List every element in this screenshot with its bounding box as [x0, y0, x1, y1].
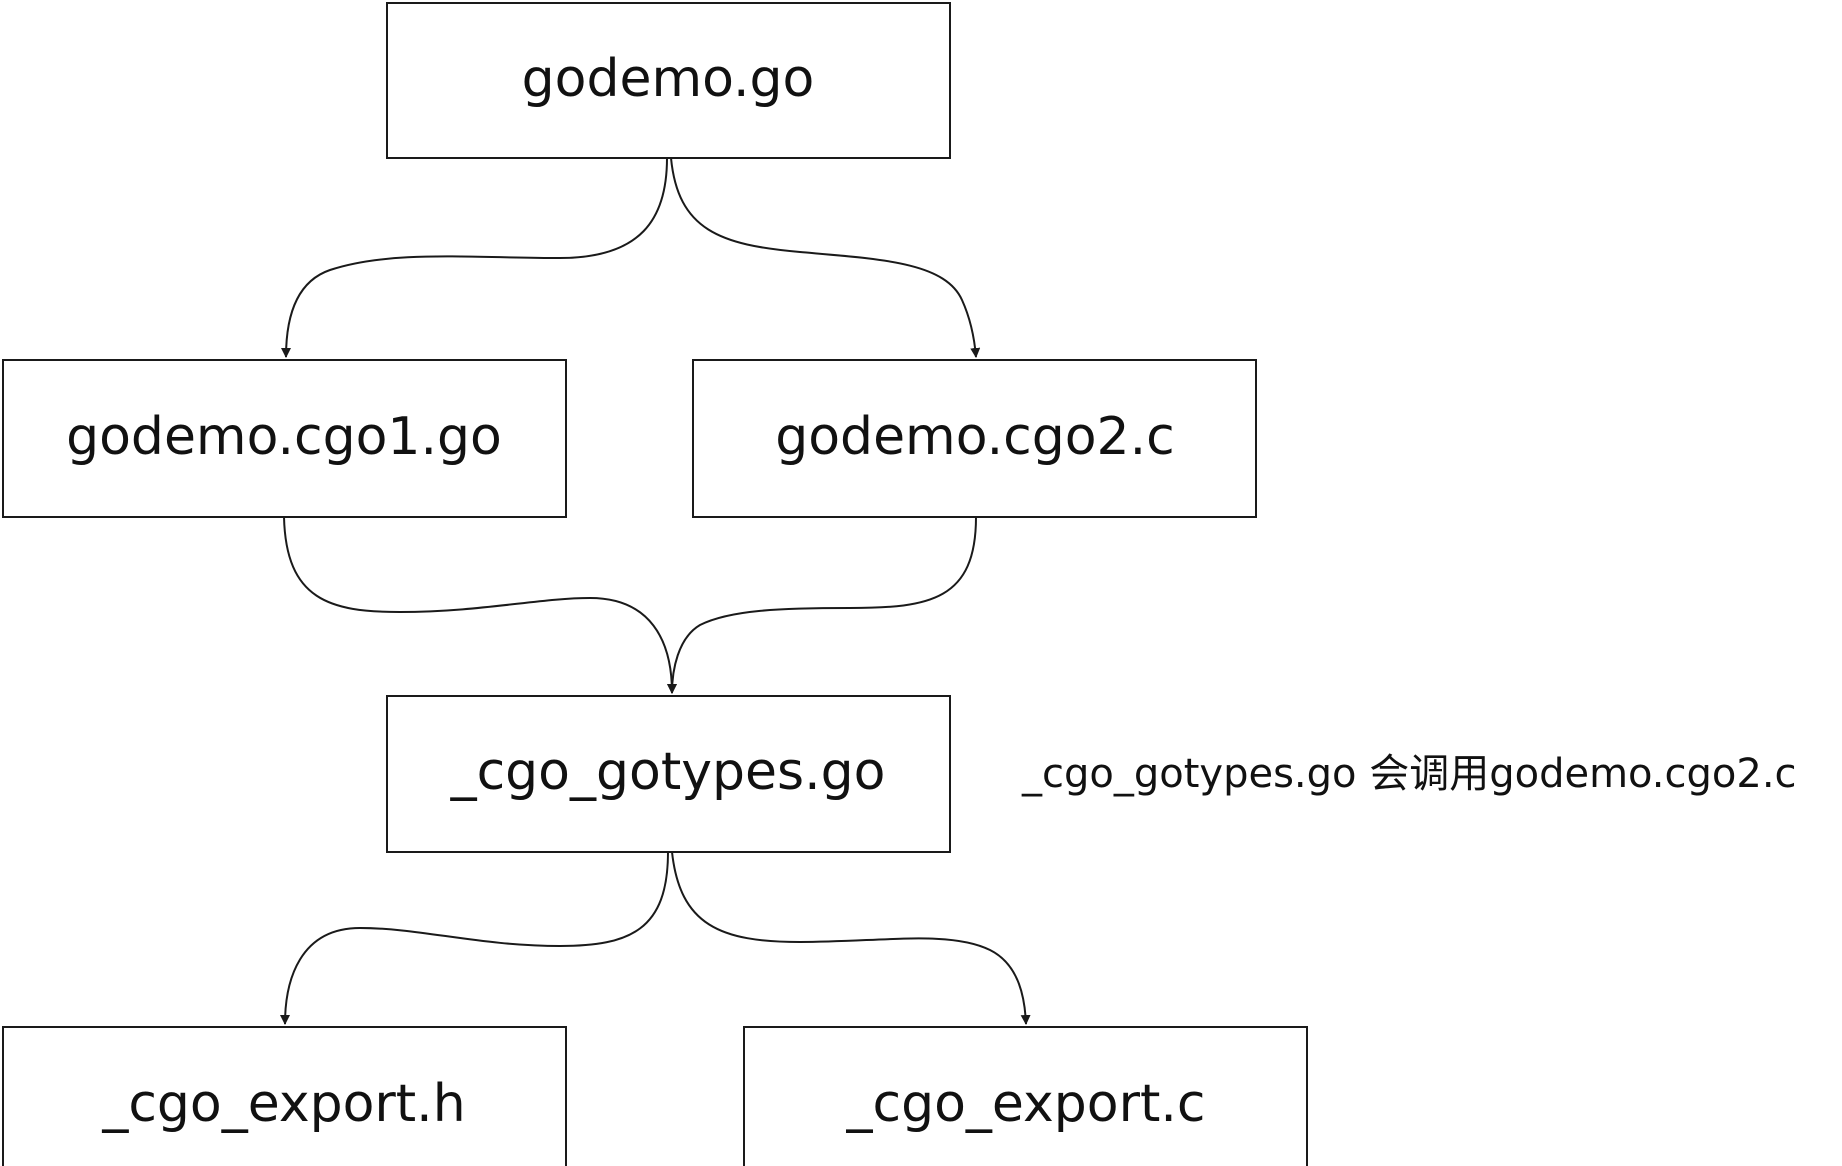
edge-godemo-to-cgo1 — [281, 157, 668, 358]
node-godemo-cgo1-label: godemo.cgo1.go — [66, 407, 502, 467]
edge-gotypes-to-export-c — [671, 851, 1031, 1025]
node-cgo-export-c-label: _cgo_export.c — [846, 1074, 1206, 1134]
node-godemo-go-label: godemo.go — [522, 49, 815, 109]
node-godemo-cgo1: godemo.cgo1.go — [2, 359, 567, 518]
node-godemo-cgo2: godemo.cgo2.c — [692, 359, 1257, 518]
node-godemo-cgo2-label: godemo.cgo2.c — [775, 407, 1175, 467]
node-cgo-export-c: _cgo_export.c — [743, 1026, 1308, 1166]
edge-cgo2-to-gotypes — [667, 516, 977, 694]
gotypes-annotation: _cgo_gotypes.go 会调用godemo.cgo2.c — [1021, 751, 1797, 797]
node-cgo-gotypes: _cgo_gotypes.go — [386, 695, 951, 853]
edge-gotypes-to-export-h — [280, 851, 669, 1025]
node-cgo-gotypes-label: _cgo_gotypes.go — [450, 742, 886, 802]
edge-godemo-to-cgo2 — [670, 157, 981, 358]
node-cgo-export-h: _cgo_export.h — [2, 1026, 567, 1166]
node-cgo-export-h-label: _cgo_export.h — [101, 1074, 465, 1134]
edge-cgo1-to-gotypes — [283, 516, 677, 694]
node-godemo-go: godemo.go — [386, 2, 951, 159]
